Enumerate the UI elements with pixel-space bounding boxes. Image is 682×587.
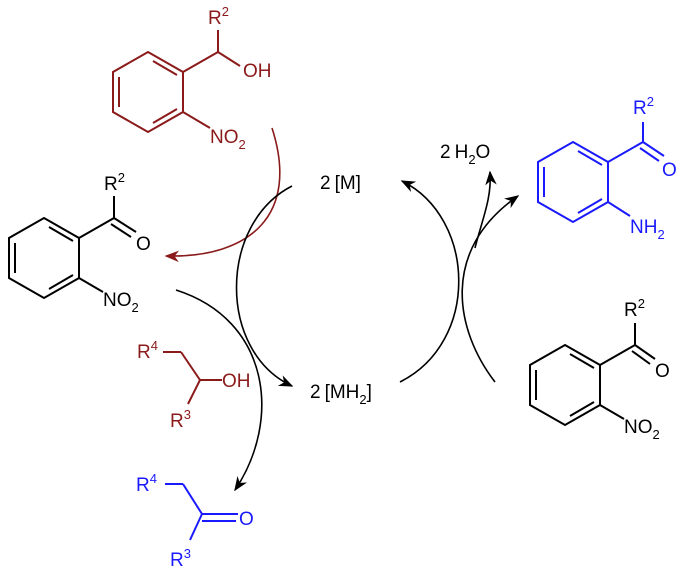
- nitro-label: NO2: [624, 417, 660, 442]
- ketone-product: [165, 483, 238, 541]
- catalyst-left-arc: [235, 185, 294, 387]
- o-label: O: [136, 234, 151, 255]
- nitro-ketone-intermediate: [8, 196, 137, 300]
- r2-label: R2: [624, 296, 645, 321]
- o-label: O: [239, 509, 254, 530]
- catalyst-mh2-label: 2[MH2]: [310, 382, 372, 407]
- r4-label: R4: [137, 338, 158, 363]
- amino-label: NH2: [630, 217, 665, 242]
- secondary-alcohol: [163, 351, 222, 405]
- benzene-ring: [537, 140, 609, 224]
- alcohol-substrate: [112, 30, 241, 134]
- catalyst-right-arc: [399, 180, 460, 383]
- oh-label: OH: [222, 371, 251, 392]
- transfer-arrow: [175, 289, 263, 492]
- nitro-label: NO2: [103, 290, 139, 315]
- r2-label: R2: [104, 170, 125, 195]
- oxidation-arrow: [164, 127, 281, 263]
- oh-label: OH: [243, 61, 272, 82]
- r2-label: R2: [633, 94, 654, 119]
- water-release-arrow: [474, 170, 497, 249]
- r3-label: R3: [170, 546, 191, 571]
- r2-label: R2: [208, 4, 229, 29]
- benzene-ring: [112, 50, 184, 134]
- o-label: O: [655, 361, 670, 382]
- benzene-ring: [529, 343, 601, 427]
- catalyst-m-label: 2[M]: [320, 173, 361, 194]
- nitro-ketone-right: [529, 323, 656, 427]
- amino-product: [537, 122, 665, 224]
- o-label: O: [662, 160, 677, 181]
- r3-label: R3: [170, 407, 191, 432]
- nitro-label: NO2: [210, 127, 246, 152]
- r4-label: R4: [136, 471, 157, 496]
- reduction-arrow: [461, 195, 520, 383]
- benzene-ring: [8, 216, 80, 300]
